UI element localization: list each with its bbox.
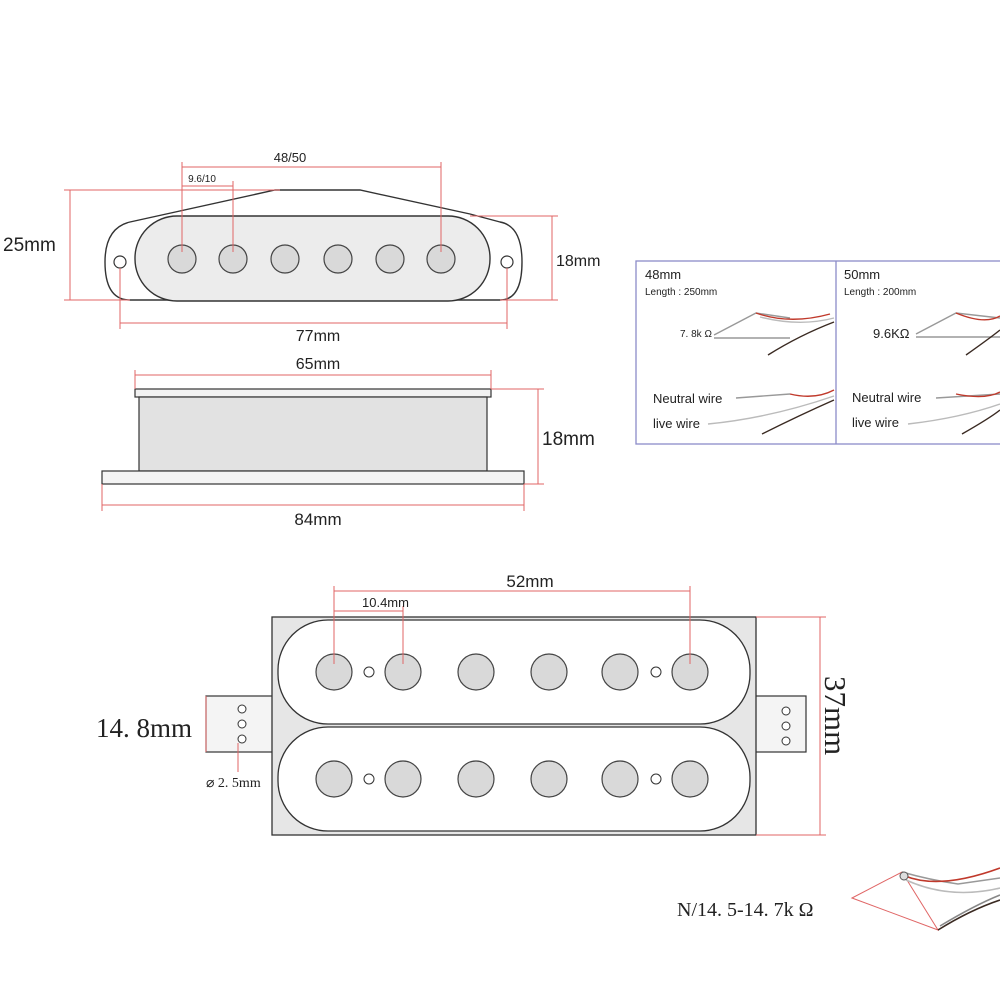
pole-piece bbox=[315, 760, 353, 798]
humbucker-wire-lead bbox=[901, 867, 1000, 931]
mounting-hole-left bbox=[113, 255, 127, 269]
panel-resistance: 7. 8k Ω bbox=[680, 329, 712, 340]
single-coil-cover bbox=[134, 215, 491, 302]
tab-hole bbox=[781, 736, 791, 746]
panel-title: 48mm bbox=[645, 267, 681, 282]
dimension-pole-span: 48/50 bbox=[274, 150, 307, 165]
humbucker-view: 52mm 10.4mm 37mm 14. 8mm ⌀ 2. 5mm N/14. … bbox=[96, 572, 1000, 931]
pole-piece bbox=[323, 244, 353, 274]
side-top-plate bbox=[134, 388, 492, 398]
dimension-hole-span: 77mm bbox=[296, 328, 340, 345]
screw-hole bbox=[363, 666, 375, 678]
single-coil-top-dimensions bbox=[64, 162, 558, 329]
wiring-panels: 48mm Length : 250mm 7. 8k Ω Neutral wire… bbox=[635, 260, 1000, 445]
tab-hole bbox=[237, 704, 247, 714]
pole-piece bbox=[457, 653, 495, 691]
pole-piece bbox=[270, 244, 300, 274]
dimension-height: 25mm bbox=[3, 235, 56, 256]
dimension-body-length: 65mm bbox=[296, 356, 340, 373]
single-coil-top-view: 48/50 9.6/10 25mm 18mm 77mm bbox=[3, 150, 600, 345]
dimension-height: 37mm bbox=[818, 676, 853, 755]
wire-bundle bbox=[915, 312, 1000, 356]
neutral-wire-label: Neutral wire bbox=[653, 391, 722, 406]
panel-title: 50mm bbox=[844, 267, 880, 282]
tab-hole bbox=[237, 734, 247, 744]
pole-piece bbox=[384, 760, 422, 798]
wire-leads bbox=[907, 391, 1000, 435]
screw-hole bbox=[650, 666, 662, 678]
humbucker-screw-holes bbox=[363, 666, 662, 785]
pole-piece bbox=[601, 653, 639, 691]
tab-holes bbox=[237, 704, 791, 746]
dimension-tab-width: 14. 8mm bbox=[96, 713, 192, 743]
tab-hole bbox=[237, 719, 247, 729]
humbucker-bottom-poles bbox=[315, 760, 709, 798]
humbucker-tab-right bbox=[753, 695, 807, 753]
humbucker-dimensions bbox=[205, 586, 940, 931]
live-wire-label: live wire bbox=[653, 416, 700, 431]
screw-hole bbox=[363, 773, 375, 785]
panel-length: Length : 250mm bbox=[645, 287, 717, 298]
single-coil-side-dimensions bbox=[101, 370, 544, 511]
pole-piece bbox=[375, 244, 405, 274]
tab-hole bbox=[781, 721, 791, 731]
screw-hole bbox=[650, 773, 662, 785]
dimension-base-length: 84mm bbox=[294, 510, 341, 529]
dimension-pole-spacing: 9.6/10 bbox=[188, 174, 216, 185]
single-coil-side-view: 65mm 18mm 84mm bbox=[101, 356, 595, 529]
pole-piece bbox=[457, 760, 495, 798]
wire-leads bbox=[707, 389, 835, 435]
wire-bundle bbox=[713, 312, 835, 356]
wiring-panel-48mm: 48mm Length : 250mm 7. 8k Ω Neutral wire… bbox=[645, 267, 835, 435]
side-base-plate bbox=[101, 470, 525, 485]
neutral-wire-label: Neutral wire bbox=[852, 390, 921, 405]
pole-piece bbox=[601, 760, 639, 798]
live-wire-label: live wire bbox=[852, 415, 899, 430]
dimension-pole-spacing: 10.4mm bbox=[362, 595, 409, 610]
mounting-hole-right bbox=[500, 255, 514, 269]
pole-piece bbox=[530, 760, 568, 798]
wire-terminal bbox=[899, 871, 909, 881]
pole-piece bbox=[671, 760, 709, 798]
humbucker-coil-top bbox=[277, 619, 751, 725]
dimension-hole-diameter: ⌀ 2. 5mm bbox=[206, 776, 261, 791]
side-body bbox=[138, 396, 488, 472]
wiring-panel-frame bbox=[635, 260, 1000, 445]
tab-hole bbox=[781, 706, 791, 716]
pole-piece bbox=[530, 653, 568, 691]
dimension-cover-width: 18mm bbox=[556, 253, 600, 270]
humbucker-coil-bottom bbox=[277, 726, 751, 832]
panel-resistance: 9.6KΩ bbox=[873, 326, 910, 341]
dimension-pole-span: 52mm bbox=[506, 572, 553, 591]
wiring-panel-50mm: 50mm Length : 200mm 9.6KΩ Neutral wire l… bbox=[844, 267, 1000, 435]
resistance-label: N/14. 5-14. 7k Ω bbox=[677, 899, 814, 921]
dimension-side-height: 18mm bbox=[542, 429, 595, 450]
panel-length: Length : 200mm bbox=[844, 287, 916, 298]
